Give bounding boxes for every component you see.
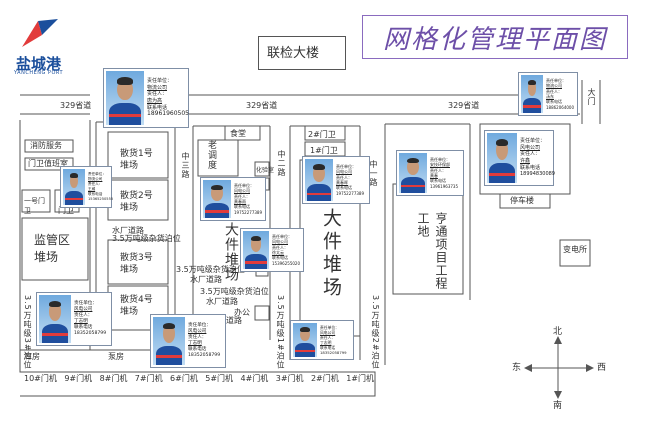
bonded-yard: 监管区堆场 <box>34 233 71 264</box>
berth-road-b: 3.5万吨级杂货泊位 <box>176 265 245 274</box>
road-center2: 中二路 <box>277 150 286 177</box>
bulk-yard-2: 散货2号堆场 <box>120 191 153 213</box>
logo-mark-icon <box>22 19 58 47</box>
person-photo <box>153 317 185 365</box>
canteen: 食堂 <box>230 129 246 138</box>
lab-room: 化验室 <box>256 167 275 174</box>
berth-crane-row: 10#门机 9#门机 8#门机 7#门机 6#门机 5#门机 4#门机 3#门机… <box>24 374 374 386</box>
berth-crane: 9#门机 <box>64 374 93 383</box>
berth-crane: 10#门机 <box>24 374 57 383</box>
person-photo <box>399 153 427 193</box>
person-photo <box>521 75 543 113</box>
person-photo <box>106 71 144 125</box>
logo <box>14 15 64 51</box>
water-road-4: 水厂道路 <box>210 316 242 325</box>
small-guard: 门卫 <box>58 206 74 215</box>
berth-crane: 1#门机 <box>346 374 374 383</box>
gate-2: 2#门卫 <box>308 130 336 139</box>
compass-west: 西 <box>597 363 607 373</box>
berth-3-road: 3.5万吨级3#泊位 <box>23 295 32 370</box>
page-title-text: 网格化管理平面图 <box>382 24 607 55</box>
compass-south: 南 <box>553 401 563 411</box>
fire-team: 消防服务 <box>30 141 62 150</box>
substation: 变电所 <box>563 245 587 254</box>
old-dispatch: 老调度 <box>206 140 216 170</box>
hengtong-project-site: 亨通项目工程工地 <box>416 212 448 290</box>
berth-crane: 3#门机 <box>275 374 304 383</box>
gate-guard: 门卫值班室 <box>28 159 68 168</box>
road-329-c: 329省道 <box>448 101 480 110</box>
water-road-2: 水厂道路 <box>190 275 222 284</box>
road-center3: 中三路 <box>181 152 190 179</box>
berth-road-a: 3.5万吨级杂货泊位 <box>112 234 181 243</box>
one-guard: 一号门卫 <box>24 197 45 215</box>
water-road-1: 水厂道路 <box>112 226 144 235</box>
person-photo <box>487 133 517 183</box>
logo-text: 盐城港 <box>16 55 62 73</box>
logo-subtitle: YANCHENG PORT <box>14 70 64 76</box>
person-photo <box>203 180 231 218</box>
water-road-3: 水厂道路 <box>206 297 238 306</box>
person-photo <box>243 231 269 269</box>
east-gate: 大门 <box>587 88 596 106</box>
berth-crane: 5#门机 <box>205 374 234 383</box>
gate-1: 1#门卫 <box>310 146 338 155</box>
berth-1-road: 3.5万吨级1#泊位 <box>276 295 285 370</box>
compass-east: 东 <box>512 363 522 373</box>
person-photo <box>63 169 85 205</box>
road-329-a: 329省道 <box>60 101 92 110</box>
person-photo <box>39 295 71 343</box>
road-329-b: 329省道 <box>246 101 278 110</box>
berth-crane: 7#门机 <box>134 374 163 383</box>
page-title: 网格化管理平面图 <box>362 15 628 59</box>
berth-road-c: 3.5万吨级杂货泊位 <box>200 287 269 296</box>
office: 办公 <box>234 308 250 317</box>
storage: 库房 <box>24 352 40 361</box>
berth-2-road: 3.5万吨级2#泊位 <box>371 295 380 370</box>
berth-crane: 2#门机 <box>310 374 339 383</box>
bulk-yard-1: 散货1号堆场 <box>120 149 153 171</box>
pump-room: 泵房 <box>108 352 124 361</box>
person-photo <box>293 323 317 357</box>
bulk-yard-4: 散货4号堆场 <box>120 295 153 317</box>
bulk-yard-3: 散货3号堆场 <box>120 253 153 275</box>
big-cargo-yard: 大件堆场 <box>320 208 342 300</box>
berth-crane: 4#门机 <box>240 374 269 383</box>
building-joint-inspection: 联检大楼 <box>258 36 346 70</box>
parking-building: 停车楼 <box>510 196 534 205</box>
compass-north: 北 <box>553 327 563 337</box>
berth-crane: 8#门机 <box>99 374 128 383</box>
person-photo <box>305 159 333 201</box>
large-pre-yard: 大件堆场 <box>223 222 239 282</box>
road-center1: 中一路 <box>369 160 378 187</box>
berth-crane: 6#门机 <box>170 374 198 383</box>
